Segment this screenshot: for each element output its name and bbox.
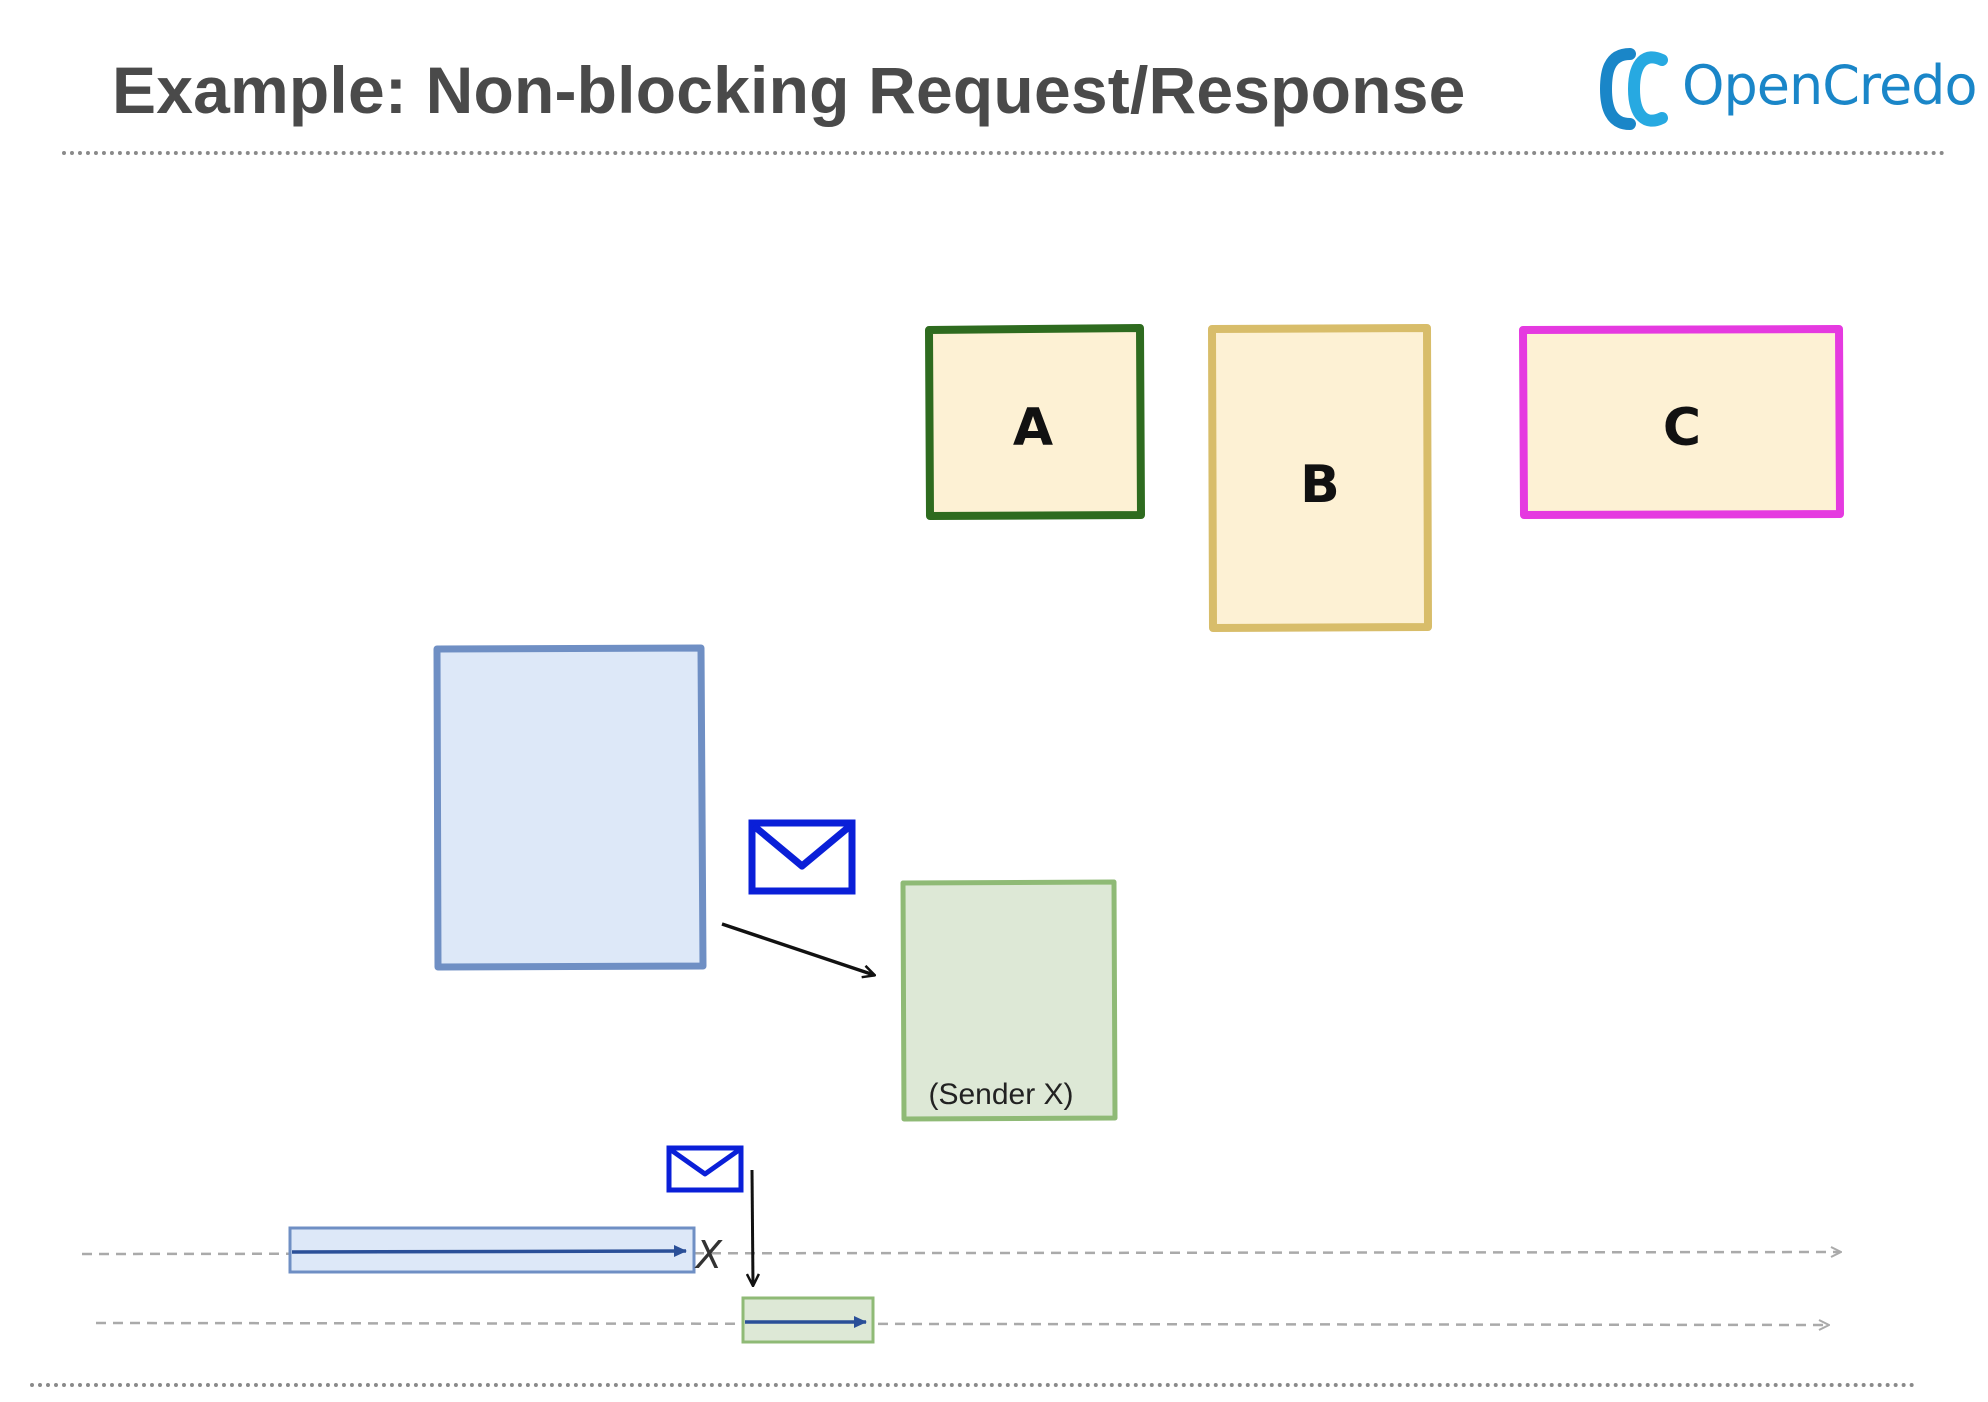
box-a-shape	[925, 324, 1145, 520]
logo-text: OpenCredo	[1682, 54, 1977, 117]
timeline-lane-sender	[95, 1323, 1828, 1325]
slide-title: Example: Non-blocking Request/Response	[112, 53, 1466, 127]
caller-activity-arrow	[291, 1245, 687, 1258]
box-a: A	[925, 324, 1145, 520]
box-b-label: B	[1300, 455, 1340, 515]
box-b-shape	[1208, 324, 1432, 632]
sender-x-shape	[900, 879, 1118, 1122]
box-a-label: A	[1013, 398, 1053, 458]
opencredo-logo: OpenCredo	[1600, 40, 1977, 140]
sender-x-label: (Sender X)	[928, 1078, 1073, 1111]
box-c-shape	[1519, 325, 1844, 519]
sender-activity-bar	[741, 1296, 875, 1344]
box-b: B	[1208, 324, 1432, 632]
opencredo-logo-icon	[1600, 48, 1668, 130]
cancel-mark: X	[694, 1233, 723, 1277]
box-c-label: C	[1663, 398, 1701, 458]
sender-x-box: (Sender X)	[900, 879, 1118, 1122]
message-drop-arrow	[752, 1169, 753, 1285]
header-divider	[62, 151, 1946, 155]
box-c: C	[1519, 325, 1844, 519]
footer-divider	[30, 1383, 1916, 1387]
timeline-envelope-icon	[666, 1145, 744, 1193]
request-arrow	[721, 922, 874, 975]
message-envelope-icon	[748, 819, 856, 895]
caller-box	[433, 644, 707, 971]
